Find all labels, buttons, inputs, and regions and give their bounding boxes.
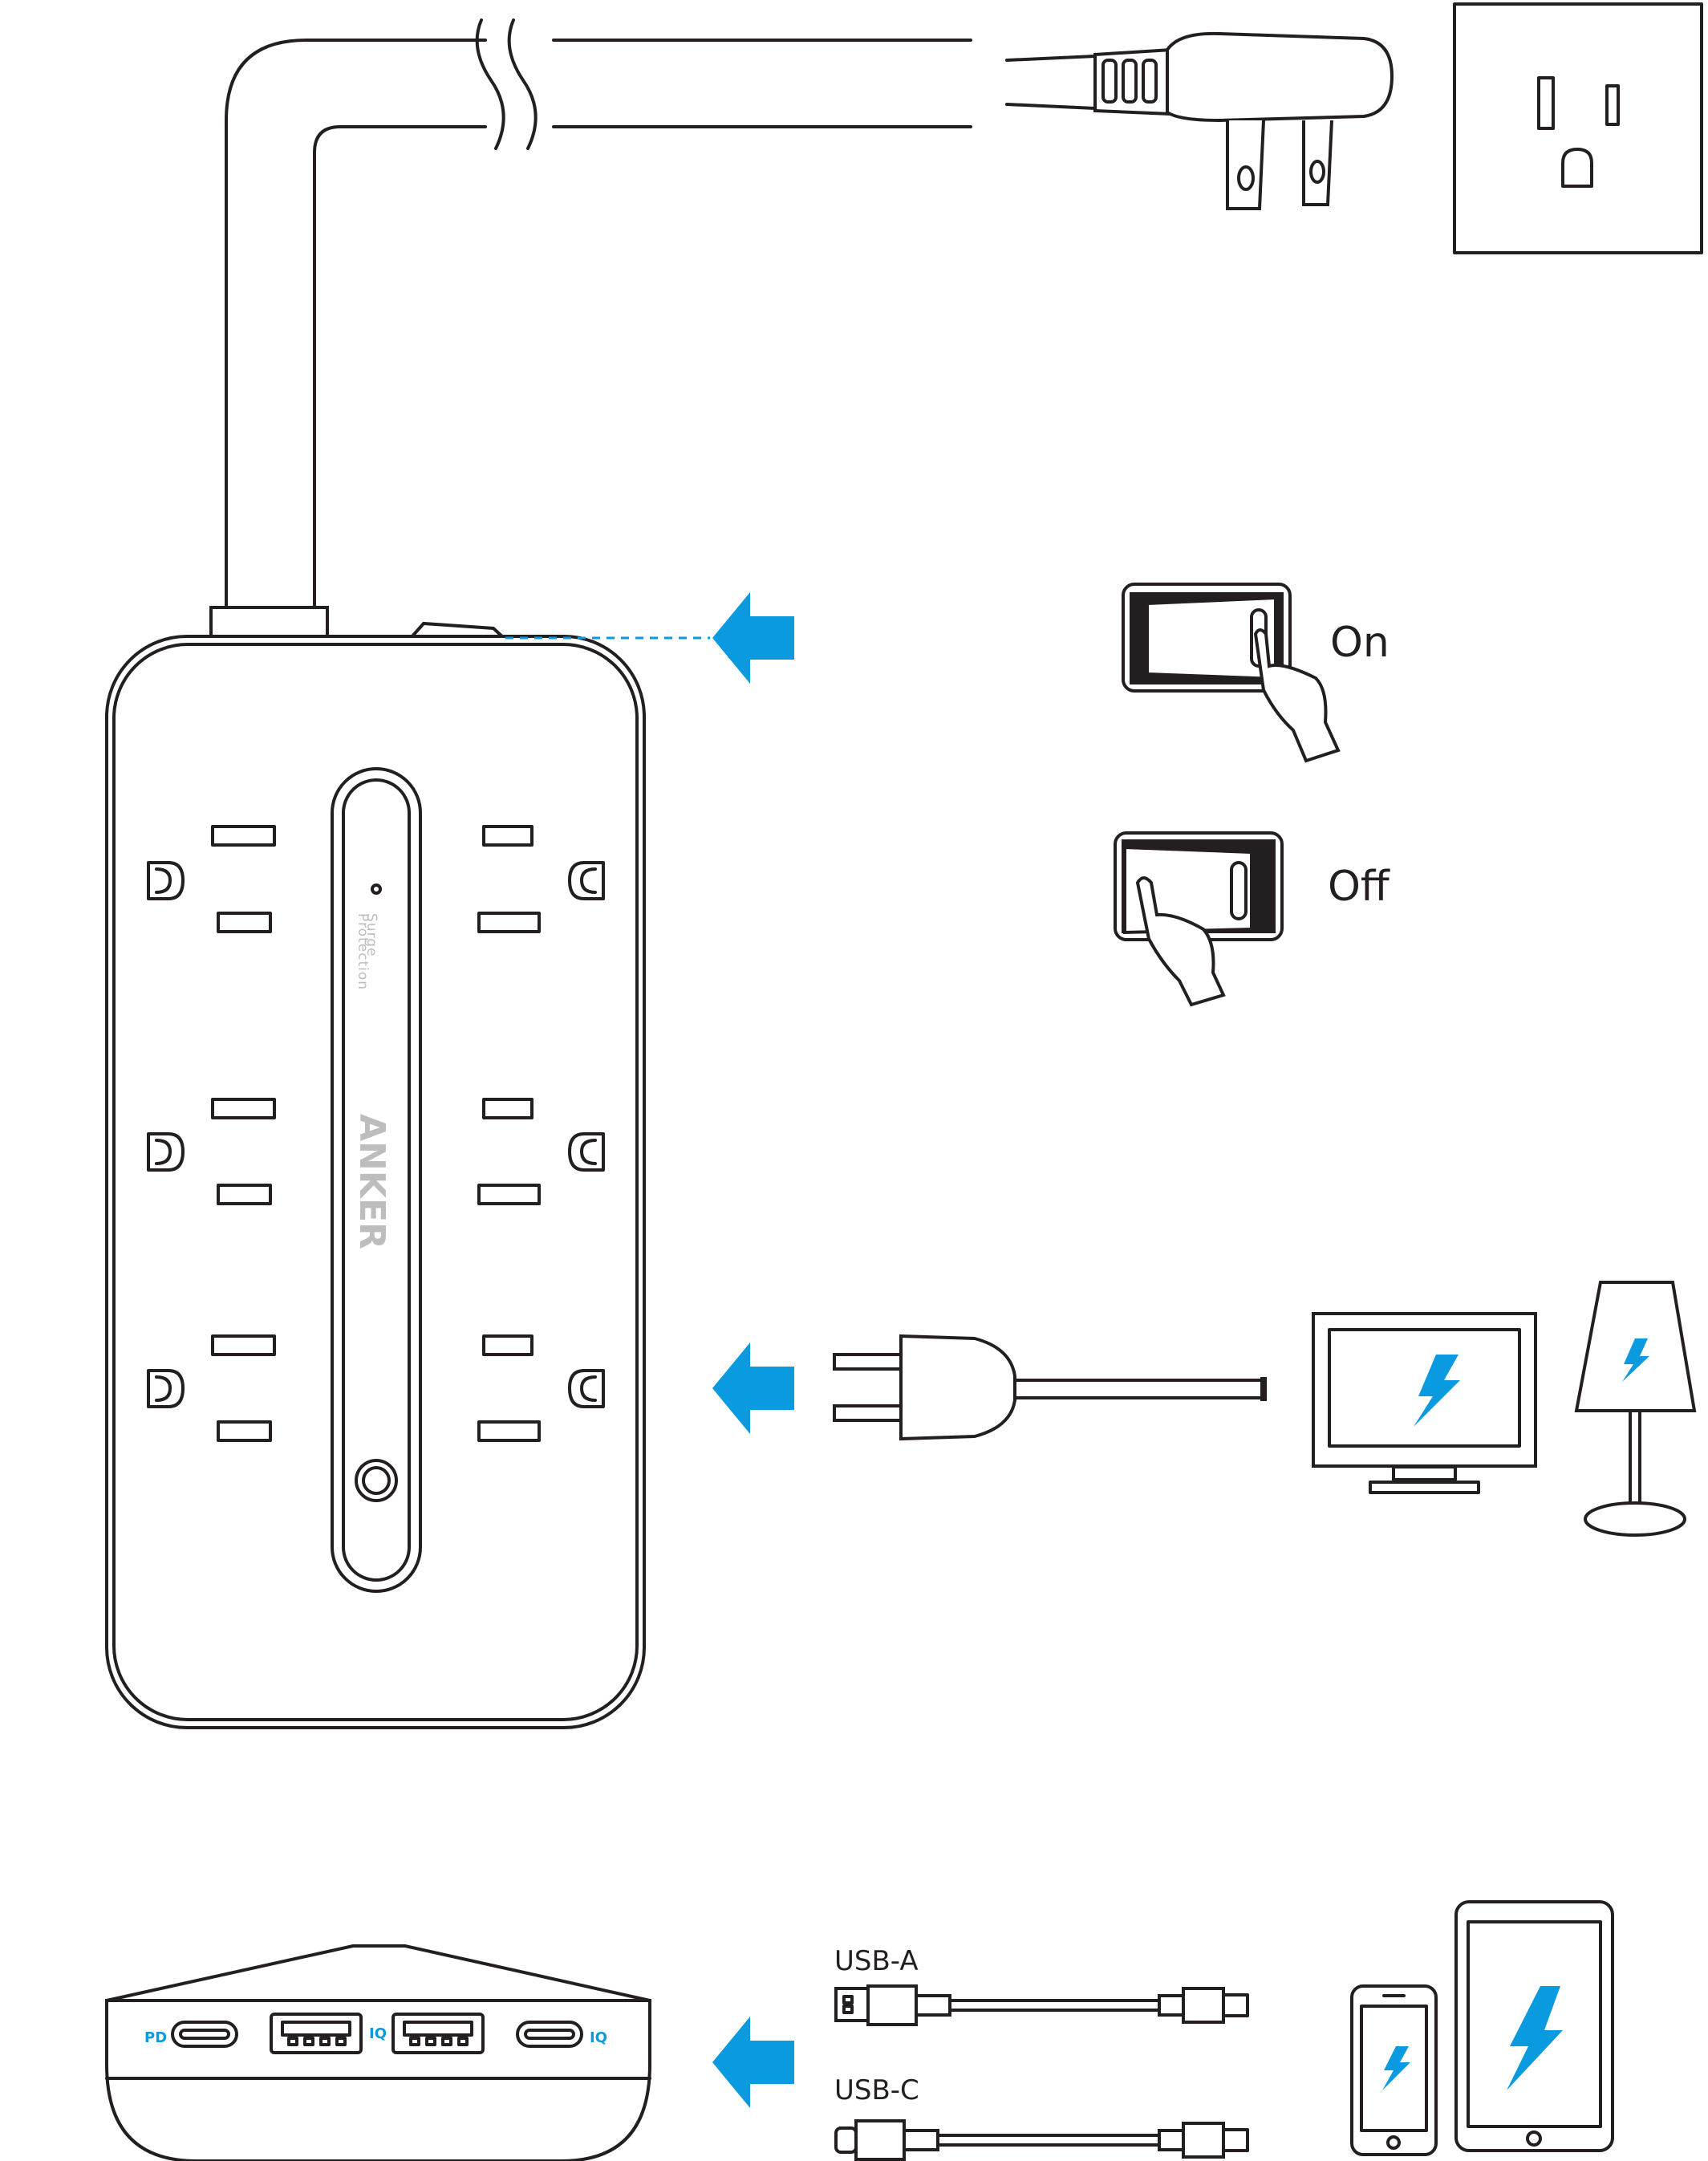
ac-outlets bbox=[147, 825, 605, 1442]
usb-a-cable-label: USB-A bbox=[834, 1945, 919, 1977]
outlet-right-3 bbox=[477, 1334, 605, 1442]
outlet-left-2 bbox=[147, 1098, 276, 1205]
brand-logo: ANKER bbox=[351, 1114, 392, 1249]
hand-press-icon bbox=[1135, 876, 1226, 1007]
switch-on-label: On bbox=[1330, 619, 1390, 667]
power-strip-usb-side: PD IQ IQ bbox=[105, 1944, 651, 2161]
power-cord bbox=[225, 18, 1097, 611]
lightning-bolt-icon bbox=[1414, 1355, 1460, 1427]
arrow-left-icon bbox=[712, 592, 794, 684]
flat-plug bbox=[1093, 31, 1394, 210]
usb-a-cable bbox=[834, 1984, 1249, 2026]
power-strip: Surge Protection ANKER bbox=[105, 606, 710, 1729]
wall-outlet-icon bbox=[1453, 2, 1703, 254]
lightning-bolt-icon bbox=[1622, 1338, 1649, 1382]
tablet-icon bbox=[1454, 1900, 1614, 2152]
usb-c-cable bbox=[834, 2119, 1249, 2161]
switch-off-illustration bbox=[1114, 831, 1284, 1007]
surge-protection-label-2: Protection bbox=[355, 913, 371, 990]
phone-icon bbox=[1350, 1984, 1438, 2156]
outlet-left-1 bbox=[147, 825, 276, 933]
usb-c-port-pd[interactable] bbox=[171, 2021, 238, 2048]
lamp-icon bbox=[1574, 1281, 1697, 1537]
lightning-bolt-icon bbox=[1507, 1986, 1563, 2090]
switch-off-label: Off bbox=[1328, 863, 1390, 911]
monitor-icon bbox=[1312, 1312, 1537, 1494]
port-iq-label-2: IQ bbox=[590, 2029, 607, 2046]
switch-on-illustration bbox=[1122, 583, 1341, 763]
arrow-left-icon bbox=[712, 2017, 794, 2108]
hand-press-icon bbox=[1253, 628, 1341, 763]
outlet-right-2 bbox=[477, 1098, 605, 1205]
lightning-bolt-icon bbox=[1382, 2046, 1410, 2090]
outlet-left-3 bbox=[147, 1334, 276, 1442]
port-iq-label-1: IQ bbox=[369, 2025, 387, 2042]
arrow-left-icon bbox=[712, 1343, 794, 1434]
port-pd-label: PD bbox=[144, 2029, 167, 2046]
surge-protection-label: Surge bbox=[363, 913, 379, 957]
ac-plug bbox=[833, 1334, 1267, 1441]
usb-c-port-2[interactable] bbox=[516, 2021, 583, 2048]
outlet-right-1 bbox=[477, 825, 605, 933]
usb-c-cable-label: USB-C bbox=[834, 2074, 919, 2106]
